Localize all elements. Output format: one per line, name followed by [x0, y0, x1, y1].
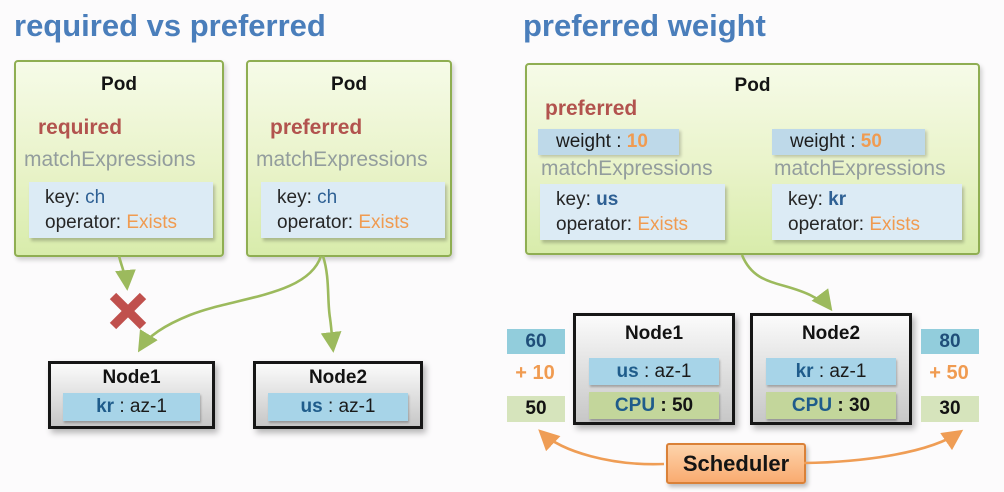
key-value: kr [828, 189, 847, 210]
cpu-label: CPU [614, 395, 656, 416]
affinity-mode-label: preferred [270, 116, 363, 139]
operator-line: operator: Exists [277, 210, 445, 235]
key-value: ch [317, 187, 338, 208]
arrow-preferred-to-node2 [320, 255, 342, 353]
match-expression-detail: key: us operator: Exists [540, 184, 725, 240]
node-label-value: az-1 [129, 396, 167, 417]
operator-line: operator: Exists [45, 210, 213, 235]
match-expression-detail: key: kr operator: Exists [772, 184, 962, 240]
operator-label: operator: [788, 214, 870, 235]
operator-line: operator: Exists [556, 212, 725, 237]
weight-value: 10 [626, 131, 648, 152]
match-expression-detail: key: ch operator: Exists [29, 182, 213, 238]
arrow-scheduler-to-node1-score [538, 429, 665, 466]
cpu-value: 50 [671, 395, 694, 416]
node-label-sep: : [322, 396, 339, 417]
node2-box: Node2 kr : az-1 CPU : 30 [750, 313, 912, 425]
operator-value: Exists [126, 212, 178, 233]
node2-box: Node2 us : az-1 [253, 361, 423, 429]
node-label-value: az-1 [654, 361, 692, 382]
key-value: us [596, 189, 619, 210]
affinity-mode-label: preferred [545, 97, 638, 120]
arrow-preferred-to-node1 [137, 255, 323, 353]
node-label-sep: : [813, 361, 830, 382]
key-line: key: us [556, 187, 725, 212]
arrow-pod-to-node2-right [740, 254, 833, 312]
node2-base-score-badge: 30 [921, 396, 979, 422]
node-title: Node2 [308, 367, 368, 388]
key-label: key: [277, 187, 318, 208]
cpu-sep: : [832, 395, 849, 416]
key-line: key: kr [788, 187, 962, 212]
operator-label: operator: [556, 214, 638, 235]
node-label-tag: kr : az-1 [63, 393, 200, 421]
node-label-tag: kr : az-1 [766, 358, 896, 385]
operator-label: operator: [277, 212, 359, 233]
node-label-key: us [616, 361, 639, 382]
operator-line: operator: Exists [788, 212, 962, 237]
key-label: key: [45, 187, 86, 208]
node2-total-score-badge: 80 [921, 329, 979, 354]
weight-label: weight : [556, 131, 627, 152]
node-label-value: az-1 [829, 361, 867, 382]
pod-box-weighted: Pod preferred weight : 10 weight : 50 ma… [525, 63, 980, 255]
left-section-title: required vs preferred [14, 8, 326, 43]
affinity-mode-label: required [38, 116, 123, 139]
pod-box-required: Pod required matchExpressions key: ch op… [14, 60, 224, 257]
pod-title: Pod [331, 74, 367, 95]
node-label-sep: : [114, 396, 130, 417]
node1-total-score-badge: 60 [507, 329, 565, 354]
cpu-tag: CPU : 50 [589, 392, 719, 419]
scheduler-box: Scheduler [666, 443, 806, 484]
node2-bonus-score: + 50 [929, 362, 969, 384]
node1-box: Node1 kr : az-1 [48, 361, 215, 429]
pod-title: Pod [101, 74, 137, 95]
operator-value: Exists [637, 214, 689, 235]
weight-tag: weight : 10 [538, 129, 679, 155]
key-label: key: [556, 189, 597, 210]
match-expressions-label: matchExpressions [24, 148, 196, 171]
key-line: key: ch [277, 185, 445, 210]
operator-label: operator: [45, 212, 127, 233]
cpu-sep: : [655, 395, 672, 416]
cpu-label: CPU [791, 395, 833, 416]
node1-base-score-badge: 50 [507, 396, 565, 422]
weight-value: 50 [860, 131, 882, 152]
weight-tag: weight : 50 [772, 129, 925, 155]
key-label: key: [788, 189, 829, 210]
node-label-value: az-1 [338, 396, 376, 417]
match-expressions-label: matchExpressions [256, 148, 428, 171]
key-value: ch [85, 187, 106, 208]
node-title: Node2 [801, 323, 861, 344]
arrow-required-to-x [115, 255, 136, 291]
pod-title: Pod [734, 75, 771, 96]
operator-value: Exists [358, 212, 410, 233]
x-mark-icon [109, 292, 147, 330]
node-label-tag: us : az-1 [268, 393, 408, 421]
match-expressions-label: matchExpressions [541, 157, 713, 180]
match-expressions-label: matchExpressions [774, 157, 946, 180]
right-section-title: preferred weight [523, 8, 766, 43]
node1-box: Node1 us : az-1 CPU : 50 [573, 313, 735, 425]
operator-value: Exists [869, 214, 921, 235]
cpu-tag: CPU : 30 [766, 392, 896, 419]
match-expression-detail: key: ch operator: Exists [261, 182, 445, 238]
node-label-key: us [300, 396, 323, 417]
cpu-value: 30 [848, 395, 871, 416]
pod-box-preferred: Pod preferred matchExpressions key: ch o… [246, 60, 452, 257]
node1-bonus-score: + 10 [515, 362, 555, 384]
node-title: Node1 [102, 367, 161, 388]
node-title: Node1 [624, 323, 684, 344]
weight-label: weight : [790, 131, 861, 152]
node-label-key: kr [795, 361, 814, 382]
arrow-scheduler-to-node2-score [803, 429, 964, 465]
key-line: key: ch [45, 185, 213, 210]
node-label-tag: us : az-1 [589, 358, 719, 385]
node-label-sep: : [638, 361, 655, 382]
node-label-key: kr [96, 396, 115, 417]
